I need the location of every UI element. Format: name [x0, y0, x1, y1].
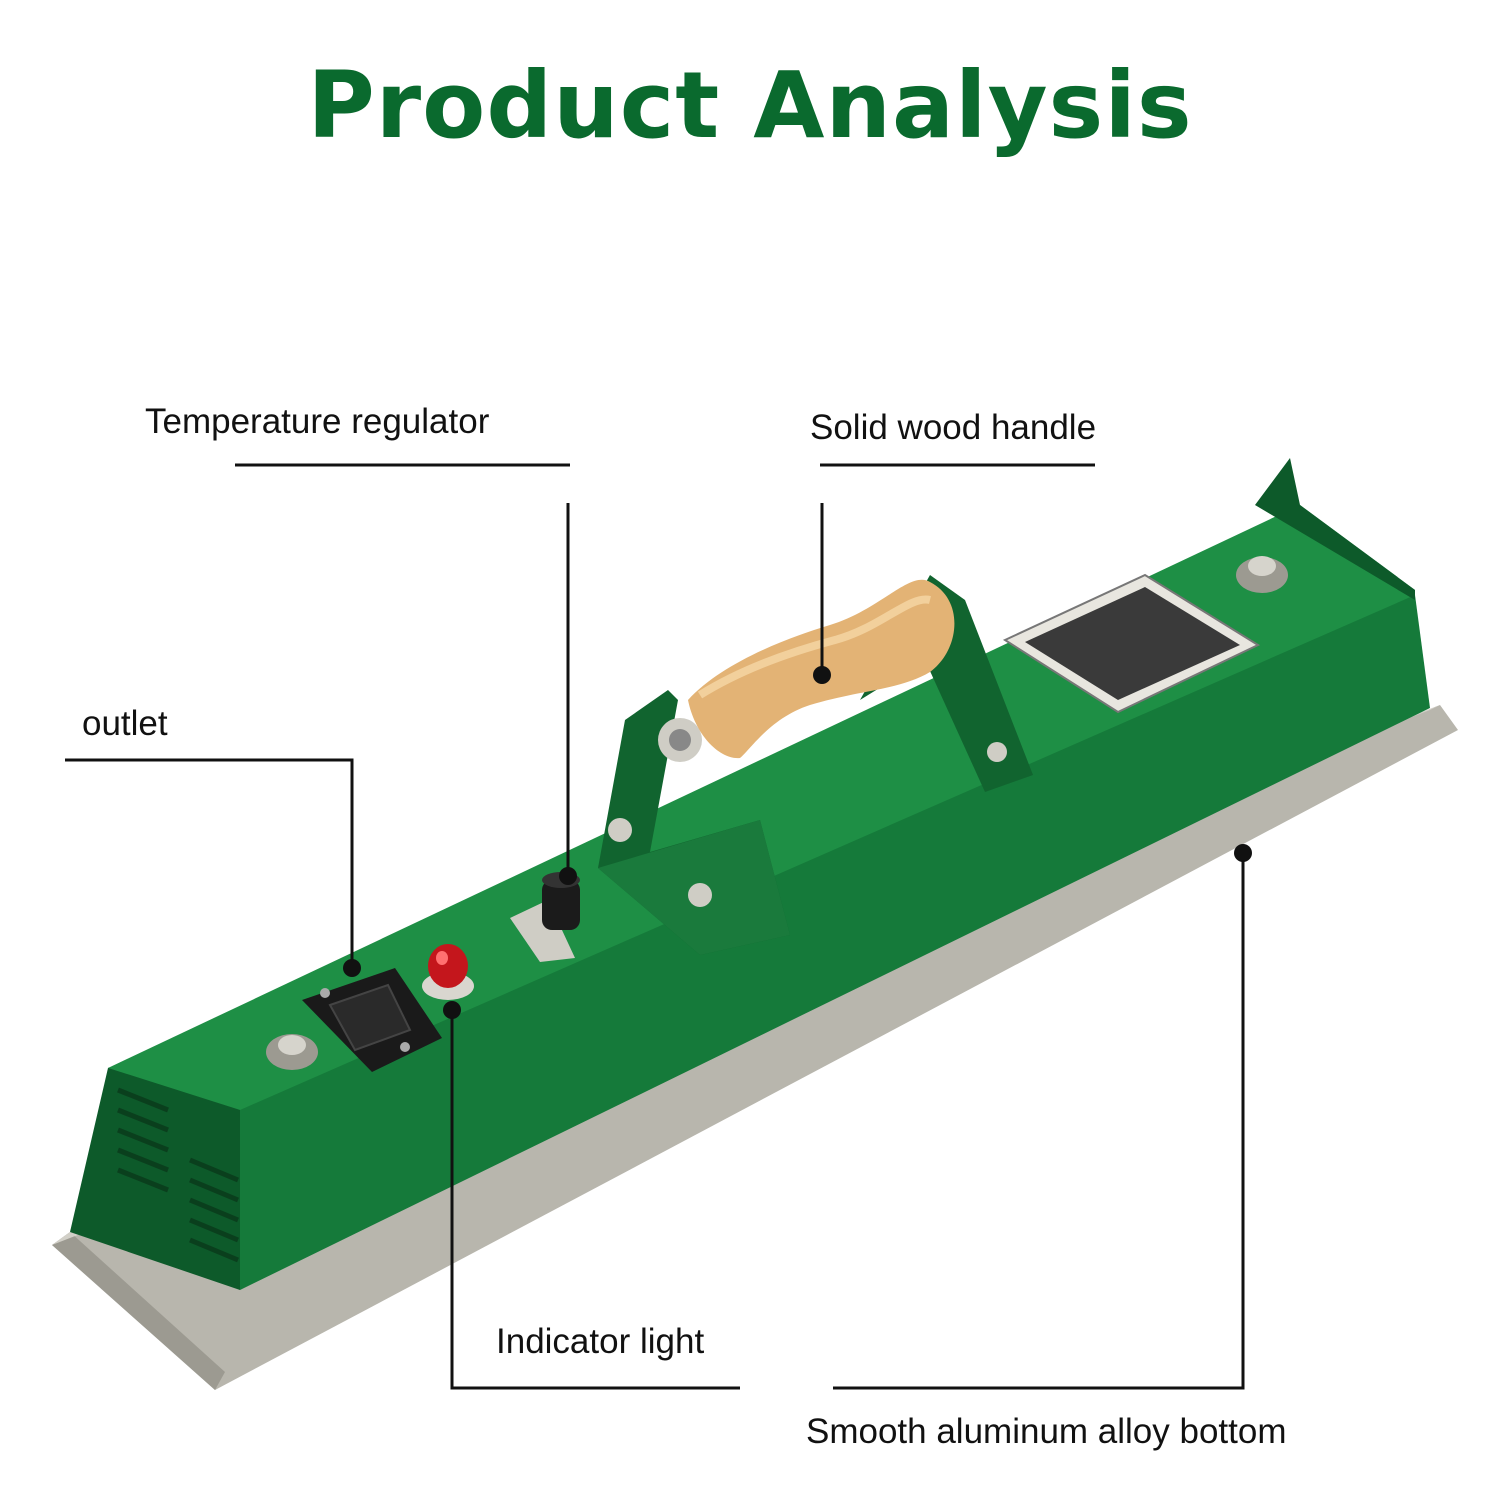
dot-indicator-light	[443, 1001, 461, 1019]
leader-dots	[343, 666, 1252, 1019]
callout-indicator-light: Indicator light	[496, 1322, 705, 1361]
indicator-light-lamp	[422, 944, 474, 1000]
rating-plate	[1002, 573, 1261, 714]
vent-slots	[117, 1087, 239, 1263]
dot-aluminum-bottom	[1234, 844, 1252, 862]
callout-temperature-regulator: Temperature regulator	[145, 402, 490, 441]
screw-right	[1236, 556, 1288, 593]
callout-outlet: outlet	[82, 704, 168, 743]
leader-indicator-light	[450, 1010, 740, 1390]
screw-left	[266, 1034, 318, 1070]
callout-solid-wood-handle: Solid wood handle	[810, 408, 1097, 447]
dot-solid-wood-handle	[813, 666, 831, 684]
callout-aluminum-bottom: Smooth aluminum alloy bottom	[806, 1412, 1287, 1451]
leader-lines	[65, 463, 1245, 1390]
leader-aluminum-bottom	[833, 855, 1245, 1390]
page-title: Product Analysis	[307, 52, 1193, 159]
leader-outlet	[65, 758, 354, 968]
dot-temperature-regulator	[559, 867, 577, 885]
dot-outlet	[343, 959, 361, 977]
power-outlet	[302, 968, 442, 1072]
